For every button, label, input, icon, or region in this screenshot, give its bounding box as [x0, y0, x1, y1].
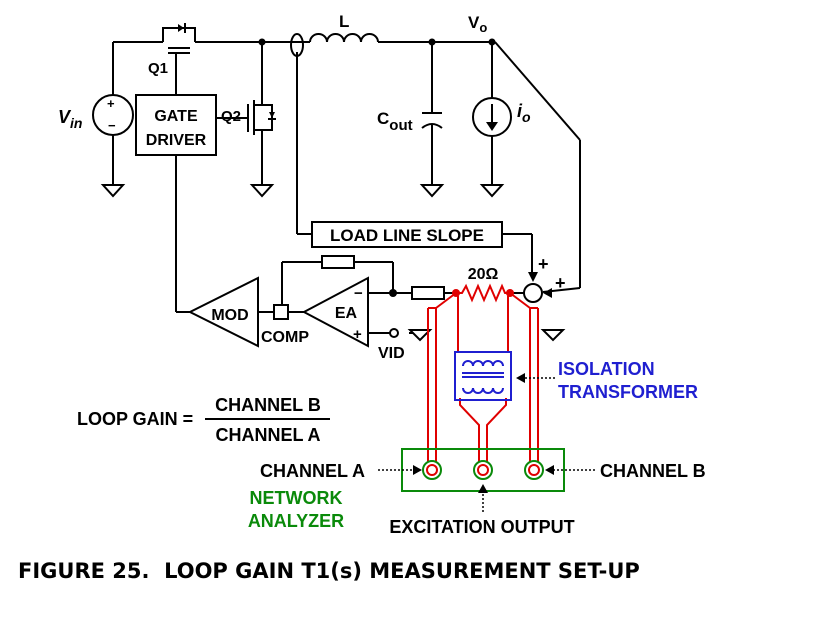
channel-b-label: CHANNEL B: [600, 461, 706, 481]
comp-label: COMP: [261, 329, 309, 346]
cout-label: Cout: [377, 109, 413, 134]
resistor-label: 20Ω: [468, 266, 499, 283]
excitation-wires: [427, 292, 539, 462]
vout-label: Vo: [468, 13, 487, 35]
vin-source: + −: [92, 94, 134, 136]
ea-label: EA: [335, 305, 358, 322]
gate-driver-label-2: DRIVER: [146, 132, 207, 149]
network-analyzer-label-1: NETWORK: [250, 488, 343, 508]
mod-block: [187, 276, 259, 348]
summer-top-arrow: [528, 272, 538, 282]
isolation-label-2: TRANSFORMER: [558, 382, 698, 402]
summer-right-arrow: [543, 288, 552, 298]
ea-plus-label: +: [353, 326, 362, 343]
ea-block: [301, 276, 369, 348]
cout-capacitor: [421, 112, 443, 129]
io-label: io: [517, 101, 531, 125]
power-stage-wires: [112, 41, 581, 334]
comp-node: [273, 304, 289, 320]
ea-minus-label: −: [354, 285, 363, 302]
gate-driver-block: [135, 94, 217, 156]
excitation-output-label: EXCITATION OUTPUT: [389, 517, 574, 537]
current-sense-ring: [290, 33, 304, 57]
summer-plus-top: +: [538, 254, 549, 274]
io-current-source: [472, 97, 512, 137]
load-line-slope-block: [311, 221, 503, 248]
load-line-slope-label: LOAD LINE SLOPE: [330, 226, 484, 245]
channel-a-label: CHANNEL A: [260, 461, 365, 481]
vid-terminal: [389, 328, 399, 338]
isolation-arrow-head: [516, 373, 525, 383]
vin-label: Vin: [58, 107, 82, 131]
q1-mosfet: [162, 23, 196, 58]
excitation-arrow-head: [478, 484, 488, 493]
vid-label: VID: [378, 345, 405, 362]
summer-plus-right: +: [555, 273, 566, 293]
ea-input-resistor: [411, 286, 445, 300]
isolation-transformer: [454, 351, 512, 401]
channel-b-arrow-head: [545, 465, 554, 475]
gate-driver-label-1: GATE: [154, 108, 198, 125]
junction-dots: [258, 38, 496, 297]
inductor-label: L: [339, 12, 349, 31]
inductor-symbol: [309, 33, 379, 43]
q2-label: Q2: [221, 108, 241, 125]
loop-gain-label: LOOP GAIN =: [77, 409, 193, 429]
q2-mosfet: [247, 100, 276, 135]
loop-gain-numerator: CHANNEL B: [215, 395, 321, 415]
loop-gain-denominator: CHANNEL A: [215, 425, 320, 445]
svg-text:+: +: [107, 96, 115, 111]
svg-text:−: −: [108, 118, 116, 133]
isolation-label-1: ISOLATION: [558, 359, 655, 379]
figure-caption: FIGURE 25. LOOP GAIN T1(s) MEASUREMENT S…: [18, 559, 640, 583]
summing-node: [523, 283, 543, 303]
channel-a-arrow-head: [413, 465, 422, 475]
network-analyzer-label-2: ANALYZER: [248, 511, 344, 531]
excitation-dots: [452, 289, 514, 297]
injection-resistor: [456, 283, 510, 303]
q1-label: Q1: [148, 60, 168, 77]
ea-feedback-resistor: [321, 255, 355, 269]
mod-label: MOD: [211, 307, 248, 324]
analyzer-ports: [422, 460, 544, 480]
ground-symbols: [100, 184, 566, 342]
